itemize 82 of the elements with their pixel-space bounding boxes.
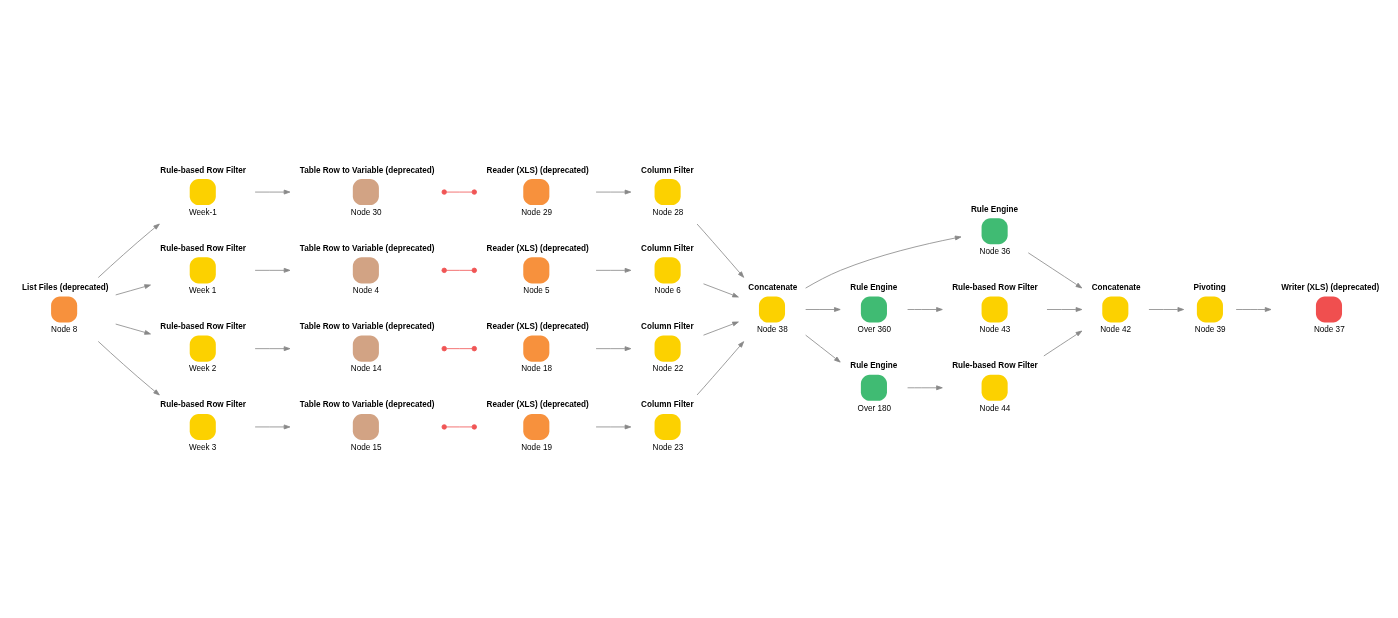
node-label: Reader (XLS) (deprecated): [486, 399, 589, 409]
node-label: Node 5: [523, 285, 550, 295]
arrow: [595, 189, 632, 194]
node-label: Table Row to Variable (deprecated): [299, 243, 435, 253]
node-label: Node 36: [979, 246, 1011, 256]
arrow: [254, 267, 291, 273]
node-label: Rule-based Row Filter: [952, 282, 1038, 292]
node-label: Node 4: [352, 285, 380, 295]
node-label: Reader (XLS) (deprecated): [486, 321, 589, 331]
arrow: [907, 306, 943, 312]
arrow: [115, 283, 151, 295]
arrow: [696, 340, 745, 395]
node-label: Column Filter: [641, 321, 694, 331]
node-label: Over 180: [857, 403, 892, 413]
arrow: [97, 340, 160, 395]
arrow: [595, 345, 632, 351]
node-label: Rule-based Row Filter: [160, 399, 246, 409]
arrow: [254, 189, 291, 194]
node-label: Node 43: [979, 324, 1011, 334]
node-label: Rule Engine: [850, 282, 898, 292]
node-label: Rule-based Row Filter: [160, 164, 246, 174]
node-label: Table Row to Variable (deprecated): [299, 399, 435, 409]
arrow: [805, 235, 962, 288]
node-label: Rule-based Row Filter: [160, 321, 246, 331]
arrow: [805, 306, 841, 312]
arrow: [1043, 330, 1083, 356]
node-label: Writer (XLS) (deprecated): [1281, 282, 1380, 292]
arrow: [805, 334, 841, 362]
connector: [441, 267, 477, 273]
connector: [441, 188, 477, 195]
node-label: Table Row to Variable (deprecated): [299, 321, 435, 331]
arrow: [254, 424, 291, 429]
node-label: List Files (deprecated): [22, 282, 109, 292]
node-label: Node 22: [652, 363, 684, 373]
node-label: Column Filter: [641, 164, 694, 174]
arrow: [696, 223, 745, 278]
node-label: Node 42: [1100, 324, 1132, 334]
node-label: Column Filter: [641, 243, 694, 253]
node-label: Node 28: [652, 207, 684, 217]
connector: [441, 423, 477, 430]
connector: [441, 345, 477, 351]
node-label: Node 18: [521, 363, 552, 373]
arrow: [254, 345, 291, 351]
node-label: Week 3: [188, 442, 217, 452]
arrow: [595, 424, 632, 429]
arrow: [1027, 251, 1083, 288]
node-label: Week 1: [188, 285, 217, 295]
node-label: Week 2: [188, 363, 217, 373]
arrow: [115, 323, 151, 335]
node-label: Reader (XLS) (deprecated): [486, 243, 589, 253]
node-label: Node 8: [51, 324, 78, 334]
node-label: Concatenate: [748, 282, 798, 292]
arrow: [703, 321, 739, 336]
node-label: Node 14: [350, 363, 382, 373]
node-label: Node 44: [979, 403, 1011, 413]
node-label: Pivoting: [1193, 282, 1226, 292]
arrow: [595, 267, 632, 273]
node-label: Week-1: [188, 207, 217, 217]
node-label: Rule Engine: [970, 204, 1019, 214]
arrow: [1046, 306, 1083, 312]
node-label: Node 15: [350, 442, 382, 452]
arrow: [1148, 306, 1185, 312]
node-label: Column Filter: [641, 399, 694, 409]
node-label: Reader (XLS) (deprecated): [486, 164, 589, 174]
arrow: [703, 282, 739, 297]
node-label: Node 38: [756, 324, 788, 334]
node-label: Node 19: [521, 442, 552, 452]
node-label: Node 23: [652, 442, 684, 452]
node-label: Node 29: [521, 207, 552, 217]
node-label: Rule Engine: [850, 360, 898, 370]
arrow: [97, 223, 160, 278]
arrow: [1235, 306, 1272, 312]
node-label: Over 360: [857, 324, 892, 334]
node-label: Node 6: [654, 285, 681, 295]
arrow: [907, 384, 943, 390]
node-label: Table Row to Variable (deprecated): [299, 164, 435, 174]
node-label: Node 30: [350, 207, 382, 217]
node-label: Concatenate: [1091, 282, 1141, 292]
node-label: Node 37: [1313, 324, 1345, 334]
node-label: Rule-based Row Filter: [952, 360, 1038, 370]
node-label: Node 39: [1194, 324, 1226, 334]
node-label: Rule-based Row Filter: [160, 243, 246, 253]
